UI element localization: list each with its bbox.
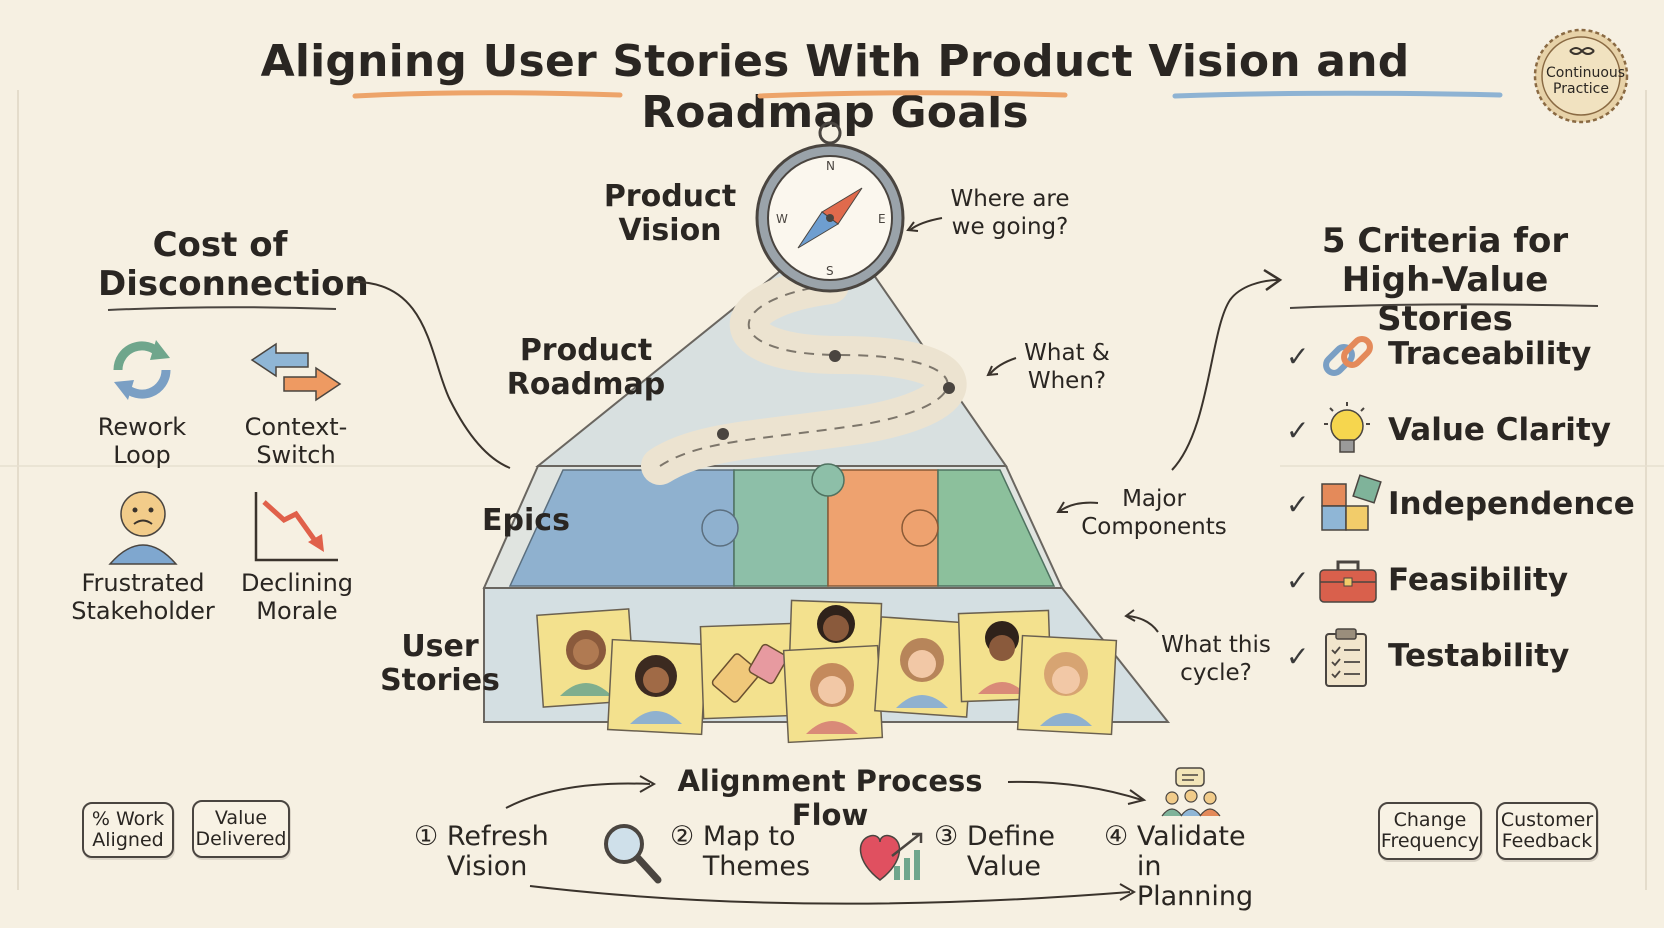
flow-step-2: ② Map to Themes xyxy=(670,821,811,883)
clipboard-icon xyxy=(1325,628,1367,687)
lightbulb-icon xyxy=(1324,402,1370,453)
product-vision-label: Product Vision xyxy=(603,179,737,248)
flow-step-1-num: ① xyxy=(414,821,439,852)
page-title: Aligning User Stories With Product Visio… xyxy=(260,36,1410,138)
user-stories-label: User Stories xyxy=(380,629,500,698)
chain-link-icon xyxy=(1323,336,1373,376)
epics-label: Epics xyxy=(482,503,570,538)
metric-value-delivered: Value Delivered xyxy=(192,800,290,858)
svg-text:N: N xyxy=(826,159,835,173)
check-mark-icon: ✓ xyxy=(1286,564,1310,597)
epics-tier xyxy=(482,463,1064,589)
frustrated-stakeholder-label: Frustrated Stakeholder xyxy=(71,569,215,625)
criterion-traceability: Traceability xyxy=(1388,336,1592,372)
badge-seal-icon xyxy=(1533,28,1629,124)
team-discussion-icon xyxy=(1161,767,1221,817)
sticky-note-4 xyxy=(782,644,884,744)
metric-change-frequency: Change Frequency xyxy=(1378,802,1482,860)
flow-step-3-num: ③ xyxy=(934,821,959,852)
svg-text:S: S xyxy=(826,264,834,278)
flow-title: Alignment Process Flow xyxy=(677,764,983,832)
sticky-note-7 xyxy=(1016,634,1118,736)
check-mark-icon: ✓ xyxy=(1286,340,1310,373)
metric-customer-feedback: Customer Feedback xyxy=(1496,802,1598,860)
toolbox-icon xyxy=(1319,560,1377,603)
compass-icon: N E S W xyxy=(755,121,905,293)
criterion-independence: Independence xyxy=(1388,486,1635,522)
criterion-testability: Testability xyxy=(1388,638,1570,674)
badge-text: Continuous Practice xyxy=(1546,65,1626,98)
sticky-note-2 xyxy=(606,638,708,736)
magnifier-icon xyxy=(604,824,662,884)
cost-section-title: Cost of Disconnection xyxy=(98,225,369,305)
criterion-feasibility: Feasibility xyxy=(1388,562,1569,598)
flow-step-3: ③ Define Value xyxy=(934,821,1057,883)
product-roadmap-label: Product Roadmap xyxy=(506,333,666,402)
svg-text:W: W xyxy=(776,212,788,226)
refresh-loop-icon xyxy=(113,340,171,400)
roadmap-road xyxy=(641,266,967,485)
context-switch-label: Context-Switch xyxy=(244,413,348,469)
flow-step-2-text: Map to Themes xyxy=(702,821,811,883)
vision-note: Where are we going? xyxy=(950,186,1070,240)
swap-arrows-icon xyxy=(250,342,342,402)
flow-step-3-text: Define Value xyxy=(966,821,1055,883)
criterion-value-clarity: Value Clarity xyxy=(1388,412,1611,448)
svg-text:E: E xyxy=(878,212,886,226)
flow-step-4: ④ Validate in Planning xyxy=(1104,821,1277,913)
declining-chart-icon xyxy=(254,492,338,562)
declining-morale-label: Declining Morale xyxy=(240,569,354,625)
flow-step-2-num: ② xyxy=(670,821,695,852)
criteria-section-title: 5 Criteria for High-Value Stories xyxy=(1321,221,1569,340)
sad-person-icon xyxy=(108,491,178,565)
metric-work-aligned: % Work Aligned xyxy=(82,802,174,858)
continuous-practice-badge: Continuous Practice xyxy=(1532,27,1630,125)
flow-step-4-num: ④ xyxy=(1104,821,1129,852)
check-mark-icon: ✓ xyxy=(1286,414,1310,447)
title-underlines xyxy=(352,90,1503,99)
roadmap-note: What & When? xyxy=(1024,340,1110,394)
check-mark-icon: ✓ xyxy=(1286,488,1310,521)
user-stories-note: What this cycle? xyxy=(1161,632,1271,686)
flow-step-1: ① Refresh Vision xyxy=(414,821,557,883)
puzzle-icon xyxy=(1321,474,1382,531)
heart-growth-icon xyxy=(859,832,923,881)
epics-note: Major Components xyxy=(1081,486,1227,540)
flow-step-4-text: Validate in Planning xyxy=(1136,821,1254,913)
rework-loop-label: Rework Loop xyxy=(97,413,187,469)
check-mark-icon: ✓ xyxy=(1286,640,1310,673)
flow-step-1-text: Refresh Vision xyxy=(446,821,549,883)
